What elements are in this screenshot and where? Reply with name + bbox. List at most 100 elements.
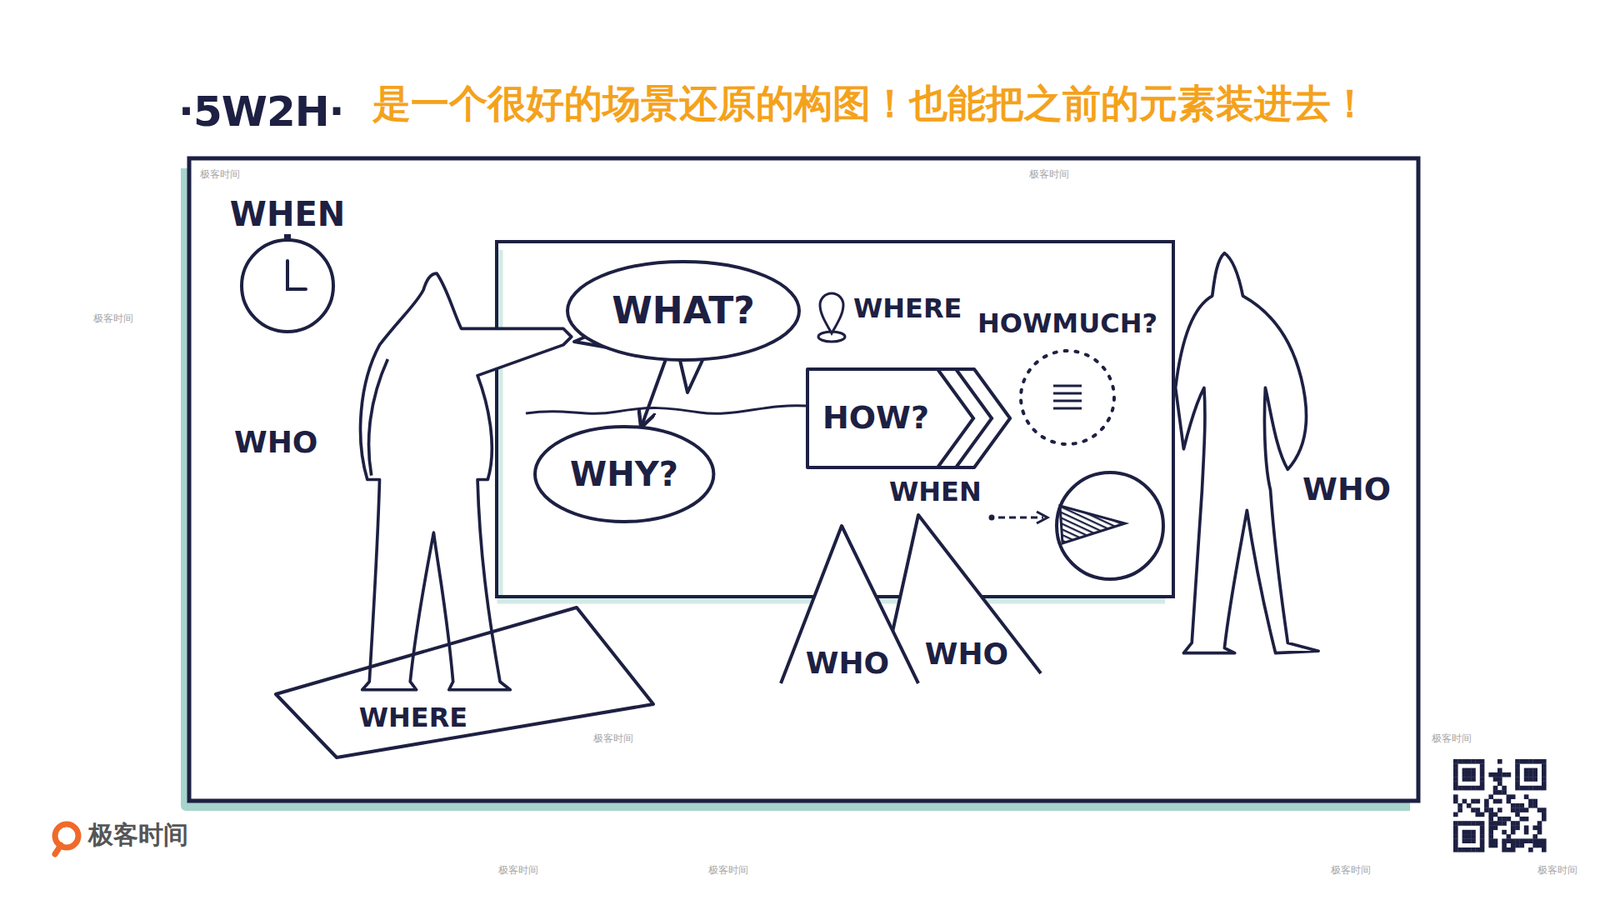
qr-cell bbox=[1532, 843, 1538, 849]
clock-face bbox=[241, 240, 334, 332]
watermark: 极客时间 bbox=[708, 865, 749, 877]
qr-cell bbox=[1493, 790, 1499, 795]
qr-cell bbox=[1541, 847, 1547, 853]
qr-cell bbox=[1470, 838, 1476, 844]
outer-frame bbox=[189, 158, 1419, 801]
qr-cell bbox=[1537, 785, 1543, 791]
frame-shadow bbox=[185, 168, 1410, 806]
qr-cell bbox=[1493, 838, 1499, 844]
qr-cell bbox=[1480, 820, 1485, 826]
qr-cell bbox=[1537, 759, 1543, 765]
ellipse-node: WHY? bbox=[533, 425, 715, 524]
qr-cell bbox=[1466, 785, 1472, 791]
qr-cell bbox=[1466, 772, 1472, 778]
qr-cell bbox=[1475, 785, 1481, 791]
qr-cell bbox=[1532, 803, 1538, 809]
qr-cell bbox=[1497, 820, 1503, 826]
clock-node: WHEN bbox=[226, 195, 349, 335]
qr-cell bbox=[1501, 847, 1507, 853]
money-lines bbox=[1053, 391, 1082, 395]
qr-cell bbox=[1520, 816, 1525, 822]
qr-cell bbox=[1457, 807, 1463, 813]
qr-cell bbox=[1506, 847, 1512, 853]
qr-cell bbox=[1510, 847, 1516, 853]
pie-chart bbox=[1056, 472, 1164, 580]
watermark: 极客时间 bbox=[593, 733, 634, 745]
qr-cell bbox=[1532, 772, 1538, 778]
qr-cell bbox=[1453, 843, 1459, 849]
watermark: 极客时间 bbox=[1330, 865, 1371, 877]
who-label: WHO bbox=[1300, 471, 1393, 509]
qr-cell bbox=[1480, 847, 1485, 853]
qr-cell bbox=[1541, 785, 1547, 791]
qr-cell bbox=[1457, 820, 1463, 826]
arrow-head bbox=[1036, 511, 1048, 524]
qr-cell bbox=[1510, 825, 1516, 831]
qr-cell bbox=[1497, 790, 1503, 795]
qr-cell bbox=[1524, 807, 1530, 813]
qr-cell bbox=[1462, 799, 1468, 805]
qr-cell bbox=[1462, 830, 1468, 835]
qr-cell bbox=[1493, 776, 1499, 782]
qr-cell bbox=[1524, 825, 1530, 831]
qr-cell bbox=[1524, 772, 1530, 778]
clock-node-outline bbox=[238, 236, 337, 335]
qr-cell bbox=[1488, 794, 1494, 800]
qr-cell bbox=[1470, 820, 1476, 826]
qr-cell bbox=[1462, 759, 1468, 765]
figures bbox=[360, 253, 1319, 690]
qr-cell bbox=[1524, 759, 1530, 765]
qr-cell bbox=[1466, 776, 1472, 782]
watermark: 极客时间 bbox=[1029, 169, 1070, 181]
qr-cell bbox=[1466, 847, 1472, 853]
qr-cell bbox=[1501, 772, 1507, 778]
qr-cell bbox=[1524, 776, 1530, 782]
qr-cell bbox=[1453, 834, 1459, 840]
qr-cell bbox=[1475, 799, 1481, 805]
qr-cell bbox=[1501, 843, 1507, 849]
watermark: 极客时间 bbox=[1537, 865, 1578, 877]
qr-cell bbox=[1497, 781, 1503, 787]
qr-cell bbox=[1457, 803, 1463, 809]
qr-cell bbox=[1541, 838, 1547, 844]
qr-cell bbox=[1466, 834, 1472, 840]
qr-cell bbox=[1537, 830, 1543, 835]
chevron-outline bbox=[807, 369, 1010, 468]
qr-cell bbox=[1475, 759, 1481, 765]
qr-cell bbox=[1470, 834, 1476, 840]
watermark: 极客时间 bbox=[93, 313, 134, 325]
qr-cell bbox=[1484, 799, 1490, 805]
qr-cell bbox=[1470, 768, 1476, 774]
qr-cell bbox=[1532, 834, 1538, 840]
qr-cell bbox=[1515, 772, 1520, 778]
qr-cell bbox=[1520, 785, 1525, 791]
qr-cell bbox=[1470, 785, 1476, 791]
qr-cell bbox=[1541, 816, 1547, 822]
qr-cell bbox=[1457, 847, 1463, 853]
qr-cell bbox=[1453, 812, 1459, 818]
qr-cell bbox=[1470, 807, 1476, 813]
qr-cell bbox=[1532, 785, 1538, 791]
qr-cell bbox=[1480, 843, 1485, 849]
qr-cell bbox=[1532, 768, 1538, 774]
qr-cell bbox=[1537, 825, 1543, 831]
node-label: WHERE bbox=[359, 702, 468, 734]
qr-cell bbox=[1484, 807, 1490, 813]
qr-cell bbox=[1537, 807, 1543, 813]
qr-cell bbox=[1541, 759, 1547, 765]
who-label: WHO bbox=[232, 425, 320, 460]
node-label: WHAT? bbox=[611, 290, 755, 333]
qr-cell bbox=[1510, 794, 1516, 800]
qr-cell bbox=[1537, 838, 1543, 844]
qr-cell bbox=[1466, 838, 1472, 844]
qr-cell bbox=[1480, 830, 1485, 835]
listener-figure bbox=[1175, 253, 1319, 654]
qr-cell bbox=[1497, 776, 1503, 782]
qr-cell bbox=[1528, 772, 1534, 778]
qr-cell bbox=[1510, 807, 1516, 813]
head-outline bbox=[883, 515, 1041, 674]
qr-cell bbox=[1506, 772, 1512, 778]
qr-cell bbox=[1488, 772, 1494, 778]
qr-cell bbox=[1453, 830, 1459, 835]
qr-cell bbox=[1475, 847, 1481, 853]
